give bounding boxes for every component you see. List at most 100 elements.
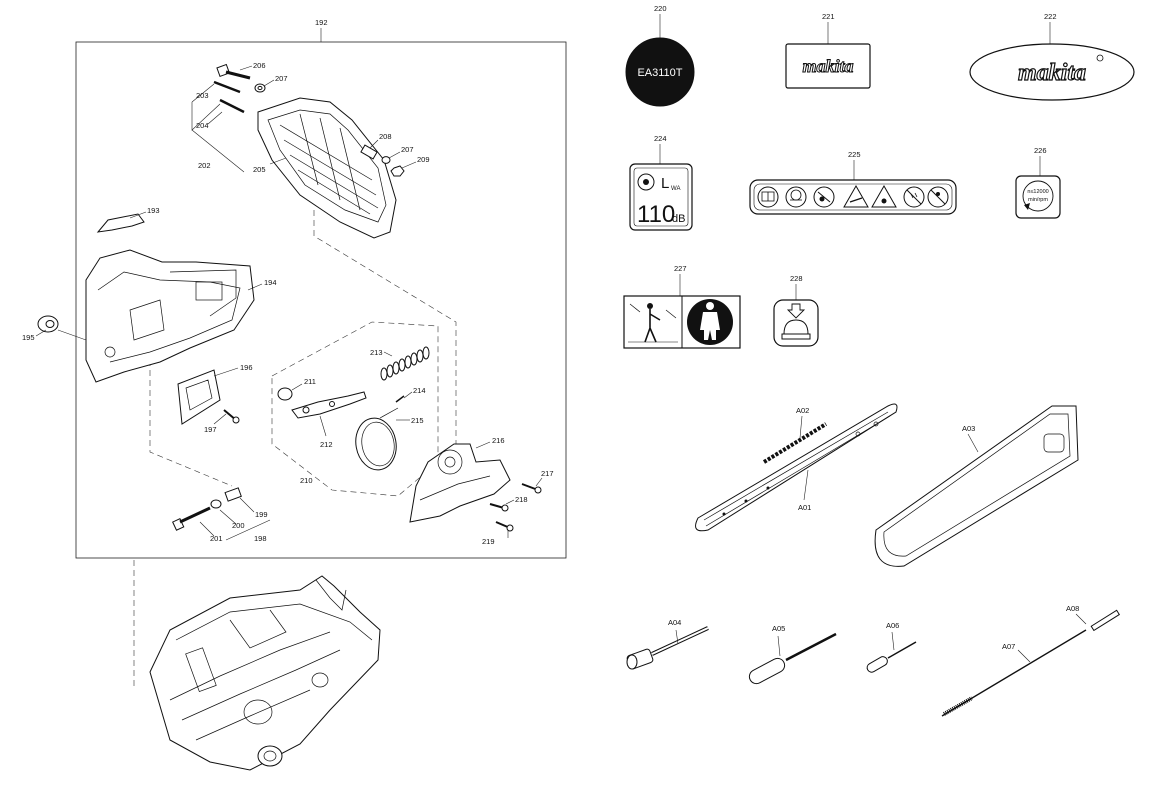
- primer-label-228[interactable]: 228: [773, 274, 819, 347]
- kickback-warning-icon: [843, 184, 869, 208]
- callout-207[interactable]: 207: [275, 74, 288, 83]
- noise-label-224[interactable]: 224 L WA 110 dB: [629, 134, 693, 231]
- washer-207b[interactable]: [381, 156, 391, 164]
- socket-wrench-A04[interactable]: A04: [626, 618, 709, 670]
- callout-A07[interactable]: A07: [1002, 642, 1015, 651]
- callout-220[interactable]: 220: [654, 4, 667, 13]
- warning-label-225[interactable]: 225: [749, 150, 957, 215]
- callout-195[interactable]: 195: [22, 333, 35, 342]
- callout-222[interactable]: 222: [1044, 12, 1057, 21]
- callout-197[interactable]: 197: [204, 425, 217, 434]
- callout-218[interactable]: 218: [515, 495, 528, 504]
- callout-A01[interactable]: A01: [798, 503, 811, 512]
- bar-rivet-holes: [722, 421, 879, 516]
- nut-209[interactable]: [390, 165, 405, 177]
- callout-219[interactable]: 219: [482, 537, 495, 546]
- callout-A03[interactable]: A03: [962, 424, 975, 433]
- cover-205-group: 206 207 208 207 209 205 203 204 202: [191, 61, 430, 239]
- primer-bulb-icon: [781, 303, 811, 340]
- callout-208[interactable]: 208: [379, 132, 392, 141]
- noise-value: 110: [637, 201, 675, 228]
- spring-213[interactable]: 213: [370, 346, 430, 381]
- brand-label-222[interactable]: 222 makita: [969, 12, 1135, 101]
- cleaning-rod-A07[interactable]: A07: [941, 629, 1087, 717]
- sprocket-cover-194[interactable]: 194: [85, 249, 277, 383]
- screwdriver-A05[interactable]: A05: [747, 624, 837, 686]
- pin-204[interactable]: [219, 98, 245, 114]
- noise-sub: WA: [671, 186, 680, 192]
- callout-200[interactable]: 200: [232, 521, 245, 530]
- screw-217[interactable]: 217: [521, 469, 554, 494]
- knob-195[interactable]: 195: [22, 315, 87, 342]
- callout-206[interactable]: 206: [253, 61, 266, 70]
- rotation-arrow-icon: [1022, 180, 1054, 212]
- callout-196[interactable]: 196: [240, 363, 253, 372]
- screw-218[interactable]: 218: [489, 495, 528, 512]
- callout-209[interactable]: 209: [417, 155, 430, 164]
- callout-193[interactable]: 193: [147, 206, 160, 215]
- callout-A05[interactable]: A05: [772, 624, 785, 633]
- callout-A02[interactable]: A02: [796, 406, 809, 415]
- callout-205[interactable]: 205: [253, 165, 266, 174]
- screw-197[interactable]: 197: [204, 409, 240, 434]
- pin-203[interactable]: [213, 80, 241, 94]
- callout-202[interactable]: 202: [198, 161, 211, 170]
- speed-unit: min/rpm: [1028, 197, 1048, 203]
- washer-200[interactable]: [210, 499, 222, 509]
- lever-212[interactable]: 212: [291, 391, 367, 449]
- pin-214[interactable]: 214: [395, 386, 426, 403]
- guard-216[interactable]: 216: [409, 436, 511, 523]
- callout-A08[interactable]: A08: [1066, 604, 1079, 613]
- guide-bar-A01[interactable]: A01: [695, 403, 898, 532]
- bolt-199[interactable]: [224, 487, 242, 502]
- callout-228[interactable]: 228: [790, 274, 803, 283]
- collar-211[interactable]: 211: [277, 377, 316, 401]
- callout-221[interactable]: 221: [822, 12, 835, 21]
- model-badge-220[interactable]: 220 EA3110T: [625, 4, 695, 107]
- callout-225[interactable]: 225: [848, 150, 861, 159]
- file-A08[interactable]: A08: [1066, 604, 1120, 632]
- band-215[interactable]: 215: [352, 407, 424, 473]
- plate-196[interactable]: 196: [177, 363, 253, 425]
- adjuster-group-210-outline: [271, 321, 439, 497]
- no-one-hand-icon: [813, 186, 835, 208]
- callout-203[interactable]: 203: [196, 91, 209, 100]
- bolt-201[interactable]: [172, 506, 211, 531]
- callout-217[interactable]: 217: [541, 469, 554, 478]
- screw-219[interactable]: 219: [482, 521, 514, 546]
- callout-201[interactable]: 201: [210, 534, 223, 543]
- callout-A04[interactable]: A04: [668, 618, 681, 627]
- callout-214[interactable]: 214: [413, 386, 426, 395]
- brand-label-221[interactable]: 221 makita: [785, 12, 871, 89]
- safety-label-227[interactable]: 227: [623, 264, 741, 349]
- assembly-192-frame: 192: [75, 18, 567, 559]
- callout-216[interactable]: 216: [492, 436, 505, 445]
- callout-215[interactable]: 215: [411, 416, 424, 425]
- noise-l: L: [661, 175, 669, 192]
- callout-198[interactable]: 198: [254, 534, 267, 543]
- saw-chain-A02[interactable]: A02: [762, 406, 828, 464]
- callout-227[interactable]: 227: [674, 264, 687, 273]
- callout-210[interactable]: 210: [300, 476, 313, 485]
- callout-224[interactable]: 224: [654, 134, 667, 143]
- callout-199[interactable]: 199: [255, 510, 268, 519]
- collar-208[interactable]: [360, 144, 378, 160]
- callout-212[interactable]: 212: [320, 440, 333, 449]
- clip-193[interactable]: 193: [96, 206, 160, 233]
- callout-226[interactable]: 226: [1034, 146, 1047, 155]
- callout-213[interactable]: 213: [370, 348, 383, 357]
- speed-label-226[interactable]: 226 n≤12000 min/rpm: [1015, 146, 1061, 219]
- callout-207b[interactable]: 207: [401, 145, 414, 154]
- callout-192[interactable]: 192: [315, 18, 328, 27]
- callout-A06[interactable]: A06: [886, 621, 899, 630]
- bar-cover-A03[interactable]: A03: [874, 405, 1079, 567]
- speed-value: n≤12000: [1027, 189, 1048, 195]
- screwdriver-A06[interactable]: A06: [865, 621, 917, 674]
- callout-204[interactable]: 204: [196, 121, 209, 130]
- callout-211[interactable]: 211: [304, 377, 316, 386]
- callout-194[interactable]: 194: [264, 278, 277, 287]
- protective-gear-icon: [785, 186, 807, 208]
- crankcase-body[interactable]: [149, 575, 381, 771]
- bolt-206[interactable]: [216, 63, 251, 80]
